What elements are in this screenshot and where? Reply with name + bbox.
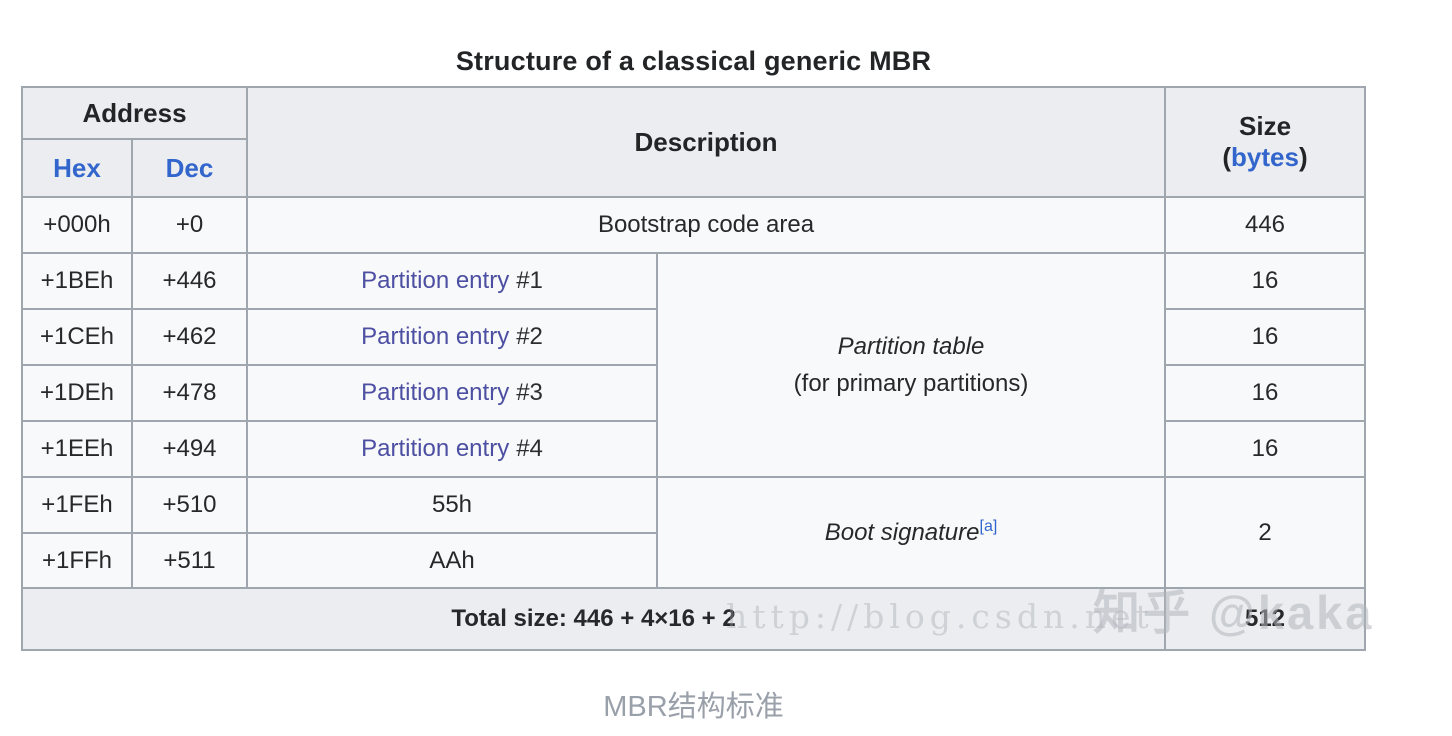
size-header-bytes-line: (bytes) (1176, 142, 1354, 173)
footnote-a-link[interactable]: [a] (979, 517, 998, 535)
partition-entry-cell: Partition entry#1 (246, 252, 659, 310)
dec-address: +494 (130, 420, 249, 478)
hex-link[interactable]: Hex (53, 152, 101, 183)
size-value: 16 (1164, 252, 1367, 310)
table-row-signature-55h: +1FEh +510 55h Boot signature[a] 2 (21, 476, 1367, 589)
footnote-marker: [a] (980, 518, 998, 535)
size-value: 16 (1164, 364, 1367, 422)
partition-entry-cell: Partition entry#4 (246, 420, 659, 478)
hex-address: +1CEh (21, 308, 133, 366)
partition-entry-number: #4 (516, 435, 543, 462)
partition-entry-1-link[interactable]: Partition entry (361, 267, 510, 294)
dec-address: +510 (130, 476, 249, 534)
partition-entry-cell: Partition entry#3 (246, 364, 659, 422)
size-value: 16 (1164, 420, 1367, 478)
hex-address: +1EEh (21, 420, 133, 478)
table-row-signature-aah: +1FFh +511 AAh (21, 532, 1365, 589)
bytes-link[interactable]: bytes (1231, 142, 1299, 172)
partition-entry-number: #2 (516, 323, 543, 350)
dec-link[interactable]: Dec (165, 152, 214, 183)
partition-entry-number: #3 (516, 379, 543, 406)
partition-table-cell: Partition table (for primary partitions) (656, 252, 1167, 478)
address-header: Address (20, 86, 249, 140)
size-value: 2 (1164, 476, 1367, 589)
hex-column-header: Hex (21, 138, 133, 198)
size-header: Size (bytes) (1164, 86, 1367, 198)
boot-signature-cell: Boot signature[a] (656, 476, 1167, 589)
dec-address: +0 (130, 196, 249, 254)
paren-open: ( (1222, 142, 1232, 172)
dec-column-header: Dec (130, 138, 249, 198)
hex-address: +1FFh (21, 532, 133, 589)
table-row-partition-3: +1DEh +478 Partition entry#3 16 (21, 364, 1367, 422)
content-area: Structure of a classical generic MBR Add… (20, 0, 1367, 725)
hex-address: +000h (21, 196, 133, 254)
total-size-value: 512 (1164, 587, 1367, 651)
partition-table-label: Partition table (837, 332, 985, 360)
table-row-partition-1: +1BEh +446 Partition entry#1 Partition t… (21, 252, 1367, 478)
dec-address: +446 (130, 252, 249, 310)
partition-entry-2-link[interactable]: Partition entry (361, 323, 510, 350)
hex-address: +1FEh (21, 476, 133, 534)
size-header-word: Size (1239, 111, 1292, 141)
size-value: 446 (1164, 196, 1367, 254)
table-row-bootstrap: +000h +0 Bootstrap code area 446 (21, 196, 1367, 254)
partition-entry-4-link[interactable]: Partition entry (361, 435, 510, 462)
signature-byte-cell: 55h (246, 476, 659, 534)
partition-entry-3-link[interactable]: Partition entry (361, 379, 510, 406)
table-row-partition-2: +1CEh +462 Partition entry#2 16 (21, 308, 1367, 366)
paren-close: ) (1298, 142, 1308, 172)
image-caption: MBR结构标准 (603, 691, 784, 723)
bootstrap-description: Bootstrap code area (246, 196, 1167, 254)
description-header: Description (246, 86, 1167, 198)
page-title: Structure of a classical generic MBR (455, 46, 932, 76)
size-value: 16 (1164, 308, 1367, 366)
dec-address: +462 (130, 308, 249, 366)
mbr-structure-table: Address Description Size (bytes) Hex Dec… (20, 86, 1367, 651)
hex-address: +1BEh (21, 252, 133, 310)
hex-address: +1DEh (21, 364, 133, 422)
total-size-label: Total size: 446 + 4×16 + 2 (451, 605, 736, 632)
table-row-partition-4: +1EEh +494 Partition entry#4 16 (21, 420, 1367, 478)
partition-entry-number: #1 (516, 267, 543, 294)
signature-byte-cell: AAh (246, 532, 659, 589)
total-size-label-cell: Total size: 446 + 4×16 + 2 (20, 587, 1167, 651)
dec-address: +478 (130, 364, 249, 422)
boot-signature-label: Boot signature (824, 518, 980, 546)
dec-address: +511 (130, 532, 249, 589)
partition-entry-cell: Partition entry#2 (246, 308, 659, 366)
table-row-total: Total size: 446 + 4×16 + 2 512 (20, 587, 1367, 651)
partition-table-sublabel: (for primary partitions) (793, 370, 1029, 397)
